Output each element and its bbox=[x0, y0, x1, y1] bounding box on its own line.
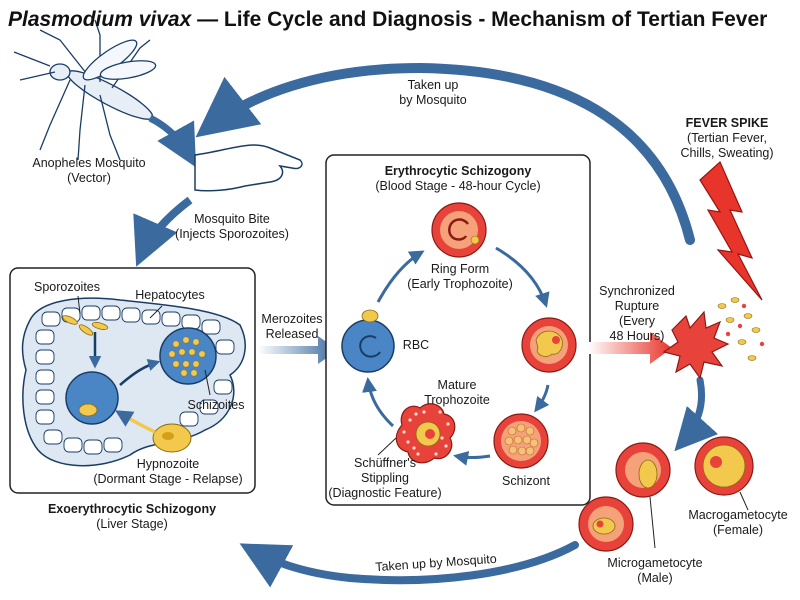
bite-to-liver-arrow bbox=[133, 196, 193, 267]
liver-schizont bbox=[159, 327, 217, 385]
ring-form-label: Ring Form (Early Trophozoite) bbox=[400, 262, 520, 292]
ring-form-label-text: Ring Form bbox=[430, 262, 490, 276]
schuffner-label-1: Schüffner's bbox=[354, 456, 416, 470]
fever-label-3: Chills, Sweating) bbox=[680, 146, 774, 160]
troph-to-schizont-arrow bbox=[534, 384, 550, 413]
fever-label-title: FEVER SPIKE bbox=[685, 116, 769, 130]
sync-label-2: Rupture bbox=[614, 299, 660, 313]
rbc-label: RBC bbox=[402, 338, 430, 352]
hepatocytes-label: Hepatocytes bbox=[135, 288, 205, 302]
schizoites-label: Schizoites bbox=[187, 398, 245, 412]
mature-label-1: Mature bbox=[437, 378, 477, 392]
taken-up-bottom-arrow bbox=[239, 541, 579, 588]
sync-rupture-label: Synchronized Rupture (Every 48 Hours) bbox=[592, 284, 682, 344]
taken-up-top-2: by Mosquito bbox=[399, 93, 467, 107]
title-rest: — Life Cycle and Diagnosis - Mechanism o… bbox=[191, 8, 768, 31]
merozoites-label-1: Merozoites bbox=[261, 312, 323, 326]
synchronized-rupture-arrow bbox=[588, 332, 672, 364]
taken-up-top-label: Taken up by Mosquito bbox=[378, 78, 488, 108]
ruptured-rbc bbox=[662, 297, 765, 380]
schizont-to-mature-arrow bbox=[453, 450, 491, 466]
fever-spike-bolt bbox=[699, 160, 763, 301]
arm-illustration bbox=[194, 144, 303, 192]
mosquito-label-sub: (Vector) bbox=[67, 171, 111, 185]
liver-tissue bbox=[21, 297, 246, 467]
blood-stage-title: Erythrocytic Schizogony bbox=[384, 164, 532, 178]
sync-label-3: (Every bbox=[618, 314, 656, 328]
sync-label-4: 48 Hours) bbox=[609, 329, 665, 343]
page-title: Plasmodium vivax — Life Cycle and Diagno… bbox=[8, 8, 792, 32]
bite-label: Mosquito Bite (Injects Sporozoites) bbox=[152, 212, 312, 242]
rbc-to-ring-arrow bbox=[376, 250, 425, 303]
blood-stage-label: Erythrocytic Schizogony (Blood Stage - 4… bbox=[340, 164, 576, 194]
mature-to-rbc-arrow bbox=[362, 377, 395, 428]
title-species: Plasmodium vivax bbox=[8, 8, 192, 31]
liver-stage-label: Exoerythrocytic Schizogony (Liver Stage) bbox=[22, 502, 242, 532]
macro-label-text: Macrogametocyte bbox=[688, 508, 788, 522]
schuffner-label-2: Stippling bbox=[361, 471, 409, 485]
mature-trophozoite-label: Mature Trophozoite bbox=[412, 378, 502, 408]
microgametocyte-cells bbox=[578, 442, 749, 552]
mature-trophozoite-cell bbox=[395, 403, 456, 464]
bite-label-text: Mosquito Bite bbox=[194, 212, 270, 226]
macro-label-sub: (Female) bbox=[712, 523, 763, 537]
hypnozoite-label-text: Hypnozoite bbox=[136, 457, 200, 471]
mosquito-label-text: Anopheles Mosquito bbox=[32, 156, 146, 170]
liver-progression-arrow bbox=[119, 358, 161, 386]
mosquito-label: Anopheles Mosquito (Vector) bbox=[14, 156, 164, 186]
schuffner-leader bbox=[377, 437, 397, 456]
hepatocytes-leader bbox=[149, 305, 163, 319]
sporozoites-leader bbox=[77, 295, 81, 315]
macrogametocyte-label: Macrogametocyte (Female) bbox=[680, 508, 796, 538]
merozoites-label-2: Released bbox=[265, 327, 319, 341]
schizont-label: Schizont bbox=[502, 474, 550, 488]
taken-up-top-1: Taken up bbox=[407, 78, 459, 92]
hypnozoite-label-sub: (Dormant Stage - Relapse) bbox=[93, 472, 243, 486]
schuffner-label-3: (Diagnostic Feature) bbox=[328, 486, 442, 500]
mosquito-to-arm-arrow bbox=[148, 114, 197, 168]
taken-up-top-arrow bbox=[195, 62, 695, 245]
amoeboid-trophozoite-cell bbox=[521, 317, 577, 373]
hypnozoite-relapse-arrow bbox=[114, 410, 156, 434]
macrogametocyte-cell bbox=[694, 436, 754, 496]
micro-label-sub: (Male) bbox=[637, 571, 673, 585]
mosquito-illustration bbox=[13, 19, 157, 161]
merozoites-released-arrow bbox=[258, 336, 338, 364]
infected-hepatocyte bbox=[65, 371, 119, 425]
to-gametocytes-arrow bbox=[674, 376, 719, 452]
merozoites-label: Merozoites Released bbox=[256, 312, 328, 342]
fever-label-2: (Tertian Fever, bbox=[687, 131, 767, 145]
fever-spike-label: FEVER SPIKE (Tertian Fever, Chills, Swea… bbox=[662, 116, 792, 161]
rbc-cell bbox=[341, 309, 395, 373]
ring-form-label-sub: (Early Trophozoite) bbox=[407, 277, 513, 291]
schizoites-leader bbox=[204, 369, 211, 396]
schuffner-label: Schüffner's Stippling (Diagnostic Featur… bbox=[326, 456, 444, 501]
schizont-cell bbox=[493, 413, 549, 469]
hypnozoite-label: Hypnozoite (Dormant Stage - Relapse) bbox=[80, 457, 256, 487]
ring-to-troph-arrow bbox=[495, 246, 550, 308]
mature-label-2: Trophozoite bbox=[424, 393, 490, 407]
ring-form-cell bbox=[431, 202, 487, 258]
microgametocyte-label: Microgametocyte (Male) bbox=[600, 556, 710, 586]
sync-label-1: Synchronized bbox=[599, 284, 675, 298]
liver-stage-sub: (Liver Stage) bbox=[96, 517, 168, 531]
liver-stage-title: Exoerythrocytic Schizogony bbox=[47, 502, 217, 516]
bite-label-sub: (Injects Sporozoites) bbox=[175, 227, 289, 241]
blood-stage-sub: (Blood Stage - 48-hour Cycle) bbox=[375, 179, 541, 193]
micro-label-text: Microgametocyte bbox=[607, 556, 703, 570]
sporozoites-label: Sporozoites bbox=[33, 280, 100, 294]
